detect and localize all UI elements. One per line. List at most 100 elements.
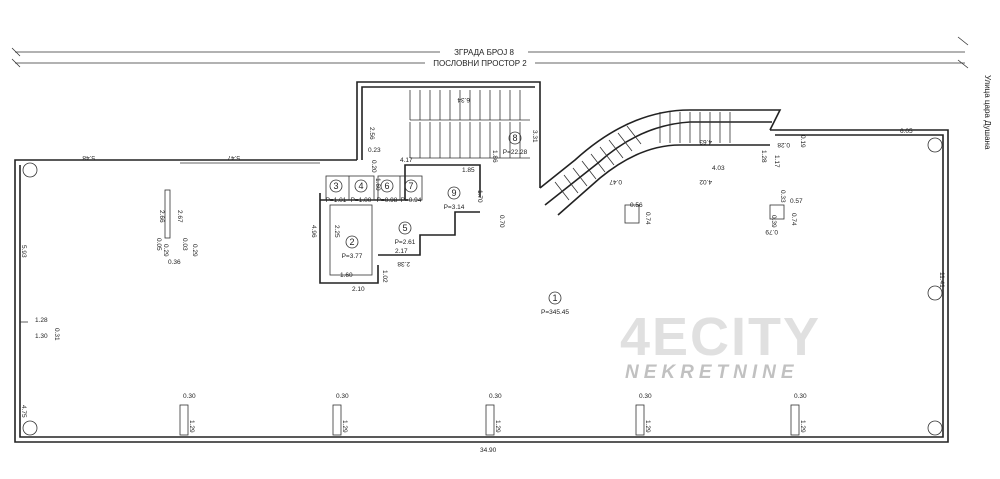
dimension-label: 0.47 [609, 178, 622, 185]
dimension-label: 5.93 [20, 245, 27, 258]
dimension-label: 6.05 [900, 128, 913, 135]
dimension-label: 2.66 [158, 210, 165, 223]
dimension-label: 0.20 [370, 160, 377, 173]
dimension-label: 0.30 [489, 393, 502, 400]
dimension-label: 4.75 [20, 405, 27, 418]
dimension-label: 1.29 [188, 420, 195, 433]
room-marker [354, 179, 368, 193]
dimension-label: 5.47 [227, 154, 240, 161]
dimension-label: 2.38 [397, 260, 410, 267]
room-number: 7 [408, 181, 413, 191]
dimension-label: 0.29 [162, 244, 169, 257]
building-label: ЗГРАДА БРОЈ 8 [454, 48, 514, 57]
room-marker [345, 235, 359, 249]
dimension-label: 1.60 [374, 178, 381, 191]
room-number: 1 [552, 293, 557, 303]
room-area: P=0.98 [377, 197, 398, 204]
dimension-label: 1.29 [799, 420, 806, 433]
dimension-label: 1.28 [35, 317, 48, 324]
rooms: 1P=345.452P=3.773P=1.014P=1.005P=2.616P=… [326, 131, 569, 316]
room-area: P=22.28 [503, 149, 528, 156]
dimension-label: 0.29 [191, 244, 198, 257]
room-area: P=1.01 [326, 197, 347, 204]
room-marker [447, 186, 461, 200]
dimension-label: 0.57 [790, 198, 803, 205]
room-marker [508, 131, 522, 145]
room-area: P=3.77 [342, 253, 363, 260]
dimension-label: 2.25 [333, 225, 340, 238]
stairs [409, 90, 731, 201]
dimension-label: 0.56 [630, 202, 643, 209]
dimension-label: 0.30 [794, 393, 807, 400]
building-header: ЗГРАДА БРОЈ 8 ПОСЛОВНИ ПРОСТОР 2 [11, 36, 969, 69]
space-label: ПОСЛОВНИ ПРОСТОР 2 [433, 59, 527, 68]
dimension-label: 0.28 [777, 141, 790, 148]
dimension-label: 0.03 [181, 238, 188, 251]
column [22, 162, 38, 178]
dimension-label: 0.74 [790, 213, 797, 226]
room-area: P=1.00 [351, 197, 372, 204]
room-marker [404, 179, 418, 193]
dimension-label: 2.56 [368, 127, 375, 140]
dimension-label: 11.41 [938, 272, 945, 288]
dimension-label: 1.29 [494, 420, 501, 433]
dimension-label: 1.30 [35, 333, 48, 340]
room-number: 6 [384, 181, 389, 191]
dimension-label: 0.74 [644, 212, 651, 225]
dimension-label: 0.30 [183, 393, 196, 400]
dimension-label: 0.05 [155, 238, 162, 251]
dimension-label: 4.02 [699, 178, 712, 185]
dimension-label: 0.19 [799, 135, 806, 148]
dimension-label: 0.79 [765, 228, 778, 235]
dimension-label: 1.17 [773, 155, 780, 168]
columns [22, 137, 943, 436]
dimension-label: 1.29 [644, 420, 651, 433]
dimension-label: 0.30 [639, 393, 652, 400]
dimension-label: 3.31 [531, 130, 538, 143]
dimension-label: 2.10 [352, 286, 365, 293]
dimension-label: 0.39 [770, 215, 777, 228]
column [927, 285, 943, 301]
dimension-label: 2.67 [176, 210, 183, 223]
watermark-sub: NEKRETNINE [625, 362, 799, 383]
dimension-label: 6.34 [457, 96, 470, 103]
dimension-label: 0.33 [779, 190, 786, 203]
dimension-label: 1.28 [760, 150, 767, 163]
street-label: Улица цара Душана [983, 75, 992, 150]
dimension-label: 4.96 [310, 225, 317, 238]
room-number: 9 [451, 188, 456, 198]
dimension-label: 1.02 [381, 270, 388, 283]
walls [14, 81, 949, 443]
dimension-label: 1.85 [462, 167, 475, 174]
column [927, 420, 943, 436]
room-area: P=3.14 [444, 204, 465, 211]
room-area: P=0.94 [401, 197, 422, 204]
dimension-label: 0.36 [168, 259, 181, 266]
room-area: P=345.45 [541, 309, 569, 316]
room-number: 5 [402, 223, 407, 233]
room-number: 4 [358, 181, 363, 191]
watermark-brand: 4ECITY [620, 307, 821, 367]
dimension-label: 1.29 [341, 420, 348, 433]
column [927, 137, 943, 153]
dimension-label: 0.31 [53, 328, 60, 341]
room-number: 3 [333, 181, 338, 191]
room-marker [398, 221, 412, 235]
room-marker [380, 179, 394, 193]
column [22, 420, 38, 436]
dimension-label: 4.17 [400, 157, 413, 164]
dimension-label: 4.63 [699, 138, 712, 145]
dimension-label: 34.90 [480, 447, 497, 454]
room-number: 8 [512, 133, 517, 143]
room-area: P=2.61 [395, 239, 416, 246]
dimension-label: 0.30 [336, 393, 349, 400]
room-marker [548, 291, 562, 305]
dimension-label: 4.03 [712, 165, 725, 172]
room-number: 2 [349, 237, 354, 247]
dimension-label: 0.70 [498, 215, 505, 228]
dimension-label: 1.86 [491, 150, 498, 163]
room-marker [329, 179, 343, 193]
dimension-label: 1.70 [476, 190, 483, 203]
